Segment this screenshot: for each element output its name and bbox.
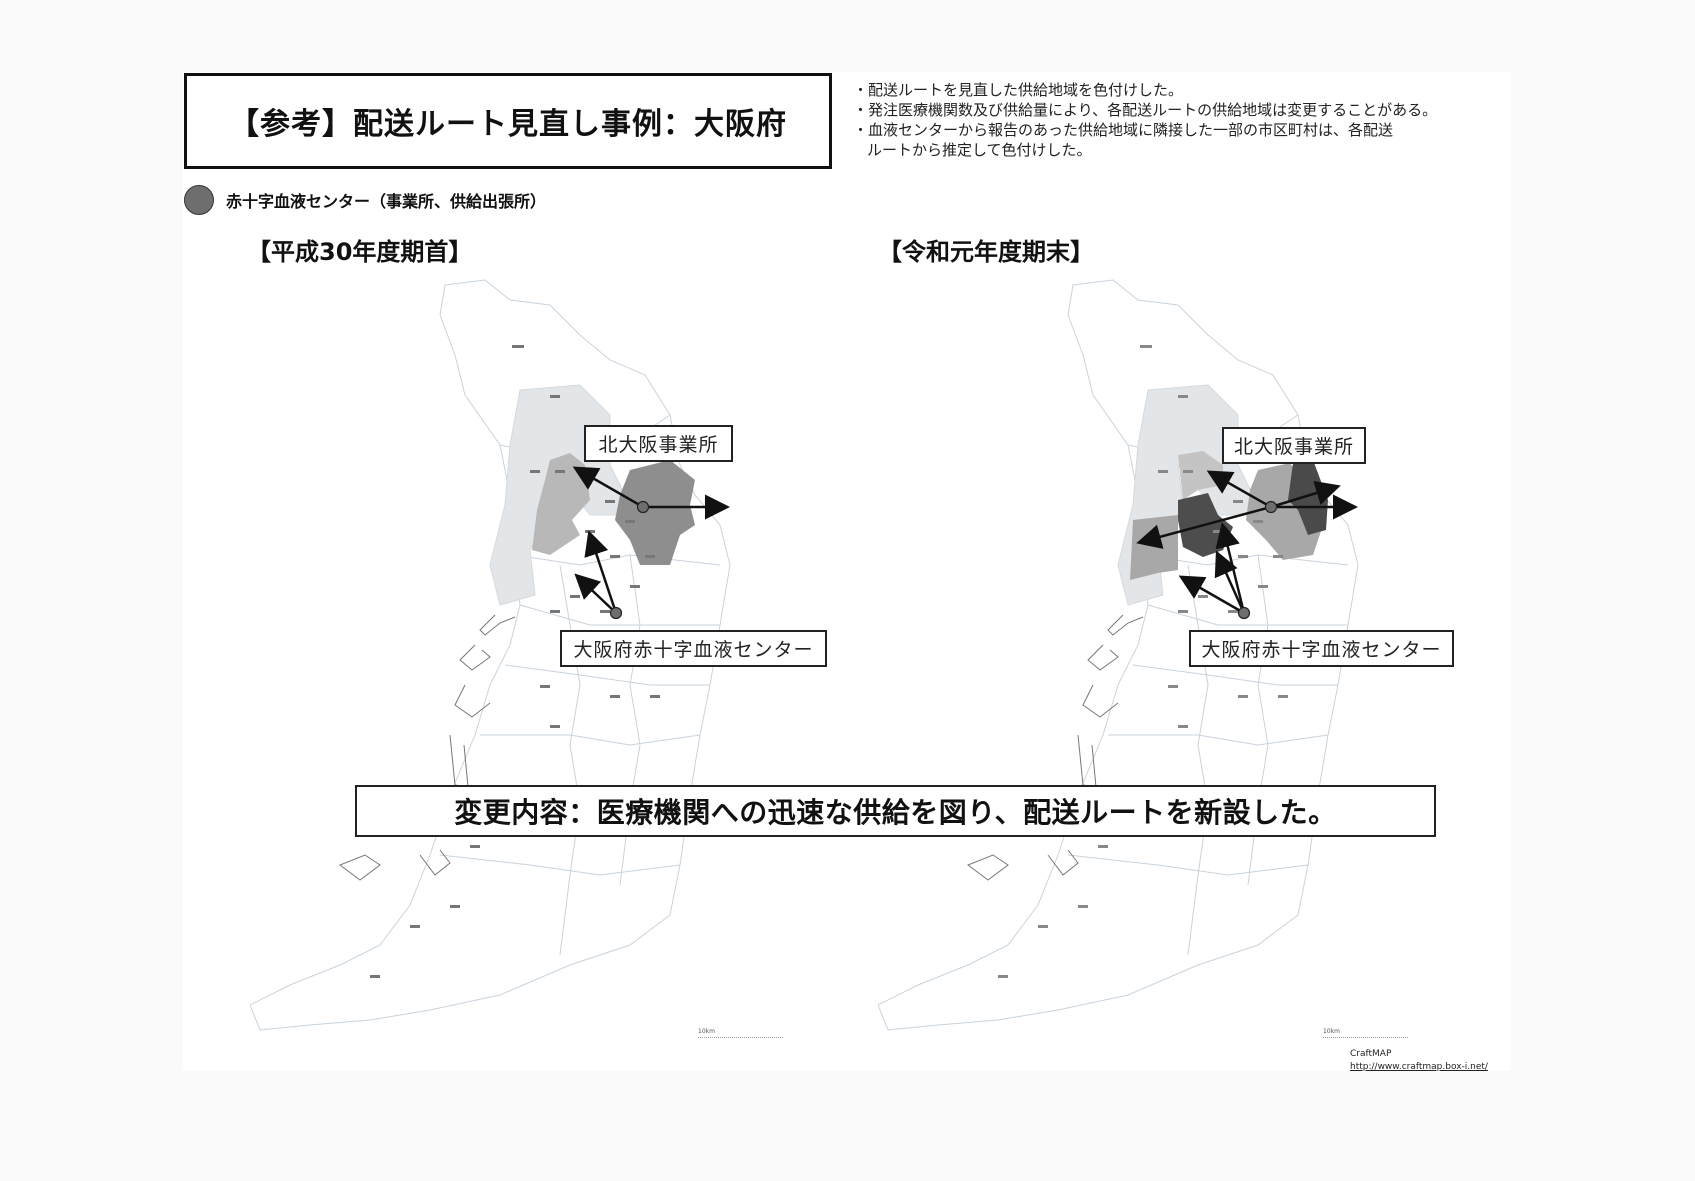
- content-panel: [183, 72, 1511, 1071]
- note-1: ・配送ルートを見直した供給地域を色付けした。: [853, 81, 1184, 99]
- facility-marker-osaka-center: [1237, 606, 1251, 620]
- callout-osaka-center-h30: 大阪府赤十字血液センター: [560, 630, 827, 667]
- scale-bar-r1: 10km: [1323, 1028, 1408, 1038]
- map-title-h30: 【平成30年度期首】: [247, 238, 473, 266]
- facility-marker-kitaosaka: [636, 500, 650, 514]
- map-credit: CraftMAP http://www.craftmap.box-i.net/: [1350, 1048, 1488, 1074]
- change-summary: 変更内容：医療機関への迅速な供給を図り、配送ルートを新設した。: [355, 785, 1436, 837]
- legend-label: 赤十字血液センター（事業所、供給出張所）: [226, 192, 547, 211]
- note-3: ・血液センターから報告のあった供給地域に隣接した一部の市区町村は、各配送: [853, 121, 1394, 139]
- callout-kitaosaka-r1: 北大阪事業所: [1222, 427, 1366, 464]
- legend: 赤十字血液センター（事業所、供給出張所）: [184, 185, 546, 215]
- notes: ・配送ルートを見直した供給地域を色付けした。 ・発注医療機関数及び供給量により、…: [853, 80, 1437, 160]
- page-title: 【参考】配送ルート見直し事例：大阪府: [184, 73, 832, 169]
- callout-kitaosaka-h30: 北大阪事業所: [584, 425, 733, 462]
- callout-osaka-center-r1: 大阪府赤十字血液センター: [1189, 630, 1454, 667]
- gray-circle-icon: [184, 185, 214, 215]
- note-3-cont: ルートから推定して色付けした。: [867, 141, 1092, 159]
- map-title-r1: 【令和元年度期末】: [878, 238, 1094, 266]
- credit-name: CraftMAP: [1350, 1049, 1392, 1059]
- scale-bar-h30: 10km: [698, 1028, 783, 1038]
- note-2: ・発注医療機関数及び供給量により、各配送ルートの供給地域は変更することがある。: [853, 101, 1438, 119]
- facility-marker-osaka-center: [609, 606, 623, 620]
- credit-url-link[interactable]: http://www.craftmap.box-i.net/: [1350, 1062, 1488, 1072]
- facility-marker-kitaosaka: [1264, 500, 1278, 514]
